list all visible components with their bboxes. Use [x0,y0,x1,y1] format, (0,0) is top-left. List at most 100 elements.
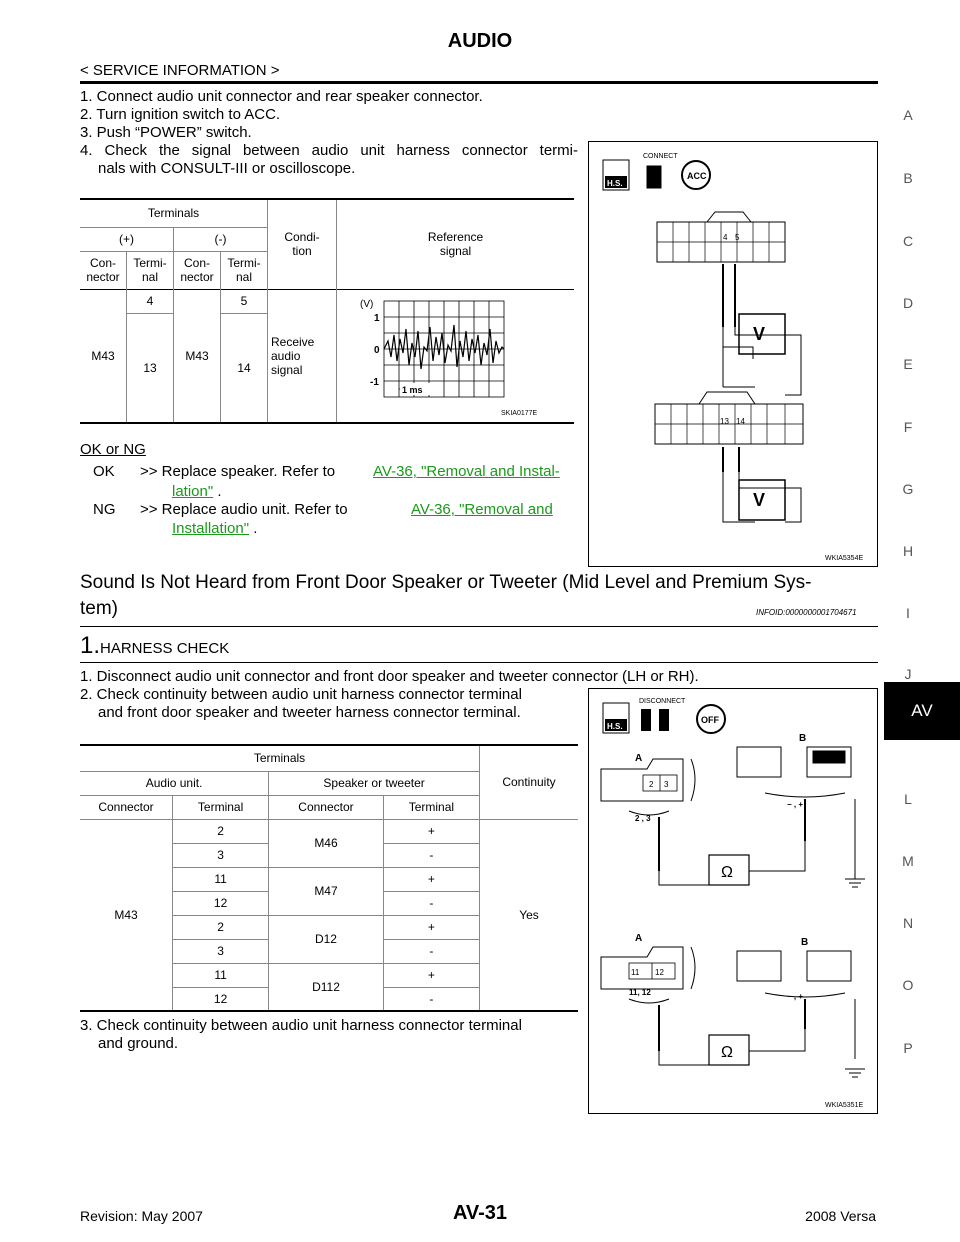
th-terminal: Termi- nal [220,251,268,289]
step-text: 3. Push “POWER” switch. [80,124,252,141]
footer-revision: Revision: May 2007 [80,1208,203,1224]
svg-text:13: 13 [720,417,729,426]
index-letter[interactable]: C [902,233,914,249]
index-letter[interactable]: L [904,791,912,807]
cell-connector: M43 [173,289,221,423]
ok-link[interactable]: AV-36, "Removal and Instal- [373,463,560,480]
cell-terminal: 3 [171,842,269,867]
continuity-table: Terminals Continuity Audio unit. Speaker… [80,744,578,1012]
voltmeter-icon: V [753,490,765,510]
step-text: 3. Check continuity between audio unit h… [80,1017,522,1034]
svg-text:4: 4 [723,233,728,242]
period: . [249,520,258,537]
index-letter[interactable]: H [902,543,914,559]
svg-text:− , +: − , + [787,800,803,809]
wave-tick: 0 [374,345,380,356]
signal-table: Terminals Condi- tion Reference signal (… [80,198,574,424]
wave-tick: -1 [370,377,379,388]
ng-link[interactable]: Installation" [172,520,250,537]
svg-text:2 , 3: 2 , 3 [635,814,651,823]
th-audio-unit: Audio unit. [80,770,269,795]
off-key-icon [696,704,726,734]
index-letter[interactable]: A [903,107,913,123]
cell-terminal: 13 [126,313,174,423]
cell-polarity: - [382,890,480,915]
index-letter[interactable]: F [903,419,913,435]
ok-link[interactable]: lation" [172,483,214,500]
svg-text:A: A [635,933,642,944]
cell-polarity: + [382,818,480,843]
svg-text:2: 2 [649,780,654,789]
step-list: 3. Check continuity between audio unit h… [80,1017,522,1053]
cell-polarity: + [382,962,480,987]
svg-text:− , +: − , + [787,992,803,1001]
info-id: INFOID:0000000001704671 [756,608,857,617]
svg-text:14: 14 [736,417,745,426]
th-connector: Con- nector [86,256,120,284]
th-plus: (+) [80,227,174,252]
th-terminal: Terminal [382,794,480,819]
step-list: 1. Disconnect audio unit connector and f… [80,668,699,722]
step-rule [80,662,878,663]
result-ng: NG >> Replace audio unit. Refer to AV-36… [93,501,579,519]
continuity-diagram: H.S. DISCONNECT OFF A 2 3 2 [600,698,865,1109]
figure-connector-voltage: H.S. CONNECT ACC 4 5 V [588,141,878,567]
step-text: and front door speaker and tweeter harne… [98,704,521,721]
th-terminals: Terminals [253,751,306,766]
index-letter[interactable]: J [904,666,912,682]
result-ok: OK >> Replace speaker. Refer to AV-36, "… [93,463,579,481]
svg-text:A: A [635,753,642,764]
index-letter[interactable]: E [903,356,913,372]
th-terminal: Terminal [171,794,269,819]
step-text: 2. Turn ignition switch to ACC. [80,106,281,123]
svg-text:11, 12: 11, 12 [629,988,651,997]
step-text: 2. Check continuity between audio unit h… [80,686,522,703]
voltmeter-icon: V [753,324,765,344]
index-letter[interactable]: D [902,295,914,311]
th-minus: (-) [173,227,268,252]
step-text: 1. Disconnect audio unit connector and f… [80,668,699,685]
ng-link[interactable]: AV-36, "Removal and [411,501,553,518]
index-letter[interactable]: P [903,1040,913,1056]
cell-connector: M46 [268,818,384,867]
cell-terminal: 2 [171,818,269,843]
section-label: < SERVICE INFORMATION > [80,62,280,79]
step-text: and ground. [98,1035,179,1052]
svg-text:B: B [799,733,806,744]
acc-key-icon [681,160,711,190]
step-text: nals with CONSULT-III or oscilloscope. [98,160,356,177]
th-terminals: Terminals [80,199,268,228]
cell-terminal: 11 [171,866,269,891]
ohmmeter-icon: Ω [721,1044,733,1061]
cell-polarity: - [382,986,480,1011]
index-letter[interactable]: M [902,853,914,869]
section-rule [80,626,878,627]
index-letter[interactable]: O [902,977,914,993]
figure-code: WKIA5354E [825,555,863,562]
index-tab-active[interactable]: AV [884,682,960,740]
cell-connector: M43 [80,818,173,1011]
index-letter[interactable]: I [906,605,910,621]
cell-polarity: - [382,938,480,963]
ng-text: >> Replace audio unit. Refer to [140,501,348,518]
th-connector: Connector [80,794,173,819]
th-speaker: Speaker or tweeter [268,770,480,795]
wave-timebase: 1 ms [402,385,423,395]
section-title-line: tem) [80,598,118,619]
cell-connector: M43 [91,348,115,363]
svg-text:H.S.: H.S. [607,722,623,731]
th-connector: Con- nector [173,251,221,289]
cell-connector: M47 [268,866,384,915]
cell-terminal: 14 [220,313,268,423]
index-letter[interactable]: N [902,915,914,931]
svg-text:5: 5 [735,233,740,242]
index-letter[interactable]: B [903,170,913,186]
cell-terminal: 4 [126,289,174,314]
index-letter[interactable]: G [902,481,914,497]
acc-label: ACC [687,171,707,181]
connector-diagram: H.S. CONNECT ACC 4 5 V [602,153,863,562]
wave-unit: (V) [360,299,373,310]
cell-terminal: 12 [171,890,269,915]
connect-label: CONNECT [643,153,678,160]
cell-polarity: + [382,914,480,939]
